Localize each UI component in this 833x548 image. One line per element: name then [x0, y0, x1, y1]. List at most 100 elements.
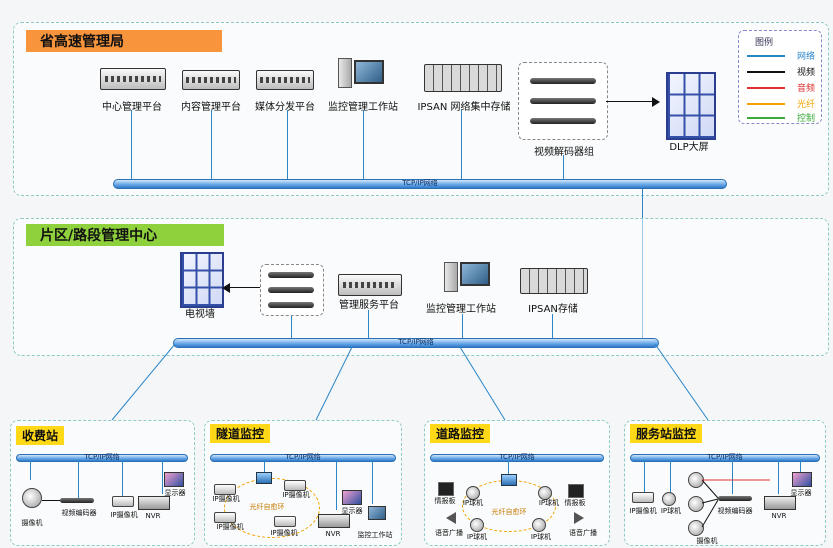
district-network-bus: TCP/IP网络: [173, 338, 659, 348]
tunnel-zone-title: 隧道监控: [210, 424, 271, 443]
link-line: [78, 460, 79, 498]
legend-label-audio: 音频: [797, 84, 816, 94]
road-label-dome-2: IP球机: [538, 499, 560, 507]
tunnel-fiber-ring: [224, 478, 320, 538]
district-decoder-2-icon: [268, 287, 314, 293]
link-line: [368, 310, 369, 340]
tunnel-label-workstation: 监控工作站: [357, 531, 393, 539]
link-line: [291, 316, 292, 340]
legend: 图例 网络 视频 音频 光纤 控制: [738, 30, 822, 124]
link-line: [336, 460, 337, 510]
road-switch-icon: [501, 474, 517, 486]
road-info-board-2-icon: [568, 484, 584, 498]
road-ip-dome-2-icon: [538, 486, 552, 500]
link-line: [211, 110, 212, 180]
road-ip-dome-4-icon: [532, 518, 546, 532]
road-label-speaker-2: 语音广播: [569, 529, 597, 537]
service-label-ip-camera: IP摄像机: [629, 507, 657, 515]
district-workstation-monitor-icon: [460, 262, 490, 286]
service-label-nvr: NVR: [771, 512, 787, 520]
tunnel-nvr-icon: [318, 514, 350, 528]
link-line: [162, 460, 163, 494]
workstation-tower-icon: [338, 58, 352, 88]
road-ip-dome-3-icon: [470, 518, 484, 532]
service-camera-3-icon: [688, 520, 704, 536]
tunnel-switch-icon: [256, 472, 272, 484]
center-platform-server-icon: [100, 68, 166, 90]
tunnel-label-monitor: 显示器: [341, 507, 363, 515]
service-monitor-icon: [792, 472, 812, 487]
link-line: [462, 314, 463, 340]
legend-title: 图例: [755, 38, 774, 48]
link-line: [508, 460, 509, 476]
tunnel-label-cam-1: IP摄像机: [212, 495, 240, 503]
video-link: [42, 500, 60, 501]
tunnel-ip-camera-3-icon: [214, 512, 236, 523]
road-label-dome-4: IP球机: [530, 533, 552, 541]
district-bus-label: TCP/IP网络: [398, 338, 434, 346]
toll-label-monitor: 显示器: [164, 489, 186, 497]
tunnel-ip-camera-1-icon: [214, 484, 236, 495]
service-encoder-icon: [718, 496, 752, 501]
toll-label-ip-camera: IP摄像机: [110, 511, 138, 519]
arrowhead-icon: [222, 283, 230, 293]
link-line: [732, 460, 733, 494]
link-line: [800, 460, 801, 472]
service-label-encoder: 视频编码器: [717, 507, 753, 515]
decoder-to-tvwall-arrow: [228, 287, 260, 288]
road-zone-title: 道路监控: [430, 424, 491, 443]
dlp-screen-label: DLP大屏: [669, 142, 709, 153]
service-label-monitor: 显示器: [790, 489, 812, 497]
workstation-label: 监控管理工作站: [328, 102, 398, 113]
content-platform-label: 内容管理平台: [181, 102, 241, 113]
service-ip-dome-icon: [662, 492, 676, 506]
legend-label-fiber: 光纤: [797, 100, 816, 110]
legend-line-video: [747, 71, 785, 73]
legend-line-network: [747, 55, 785, 57]
tunnel-network-bus: TCP/IP网络: [210, 453, 396, 462]
workstation-monitor-icon: [354, 60, 384, 84]
arrowhead-icon: [652, 97, 660, 107]
legend-line-control: [747, 117, 785, 119]
tunnel-ip-camera-2-icon: [284, 480, 306, 491]
service-camera-2-icon: [688, 496, 704, 512]
decoder-3-icon: [530, 118, 596, 124]
road-ip-dome-1-icon: [466, 486, 480, 500]
link-line: [131, 110, 132, 180]
toll-label-encoder: 视频编码器: [61, 509, 97, 517]
link-line: [372, 460, 373, 504]
toll-monitor-icon: [164, 472, 184, 487]
road-network-bus: TCP/IP网络: [430, 453, 604, 462]
decoder-2-icon: [530, 98, 596, 104]
road-label-fiber-ring: 光纤自愈环: [491, 508, 527, 516]
service-zone-title: 服务站监控: [630, 424, 703, 443]
road-label-board-1: 情报板: [434, 497, 456, 505]
link-line: [552, 314, 553, 340]
ipsan-storage-icon: [424, 64, 502, 92]
district-workstation-tower-icon: [444, 262, 458, 292]
decoder-to-dlp-arrow: [606, 101, 658, 102]
legend-line-fiber: [747, 103, 785, 105]
road-bus-label: TCP/IP网络: [499, 453, 535, 461]
road-speaker-2-icon: [574, 512, 584, 524]
link-line: [644, 460, 645, 494]
toll-nvr-icon: [138, 496, 170, 510]
tunnel-bus-label: TCP/IP网络: [285, 453, 321, 461]
link-line: [287, 110, 288, 180]
provincial-zone-title: 省高速管理局: [26, 30, 222, 52]
decoder-1-icon: [530, 78, 596, 84]
legend-label-control: 控制: [797, 114, 816, 124]
center-platform-label: 中心管理平台: [102, 102, 162, 113]
toll-label-camera: 摄像机: [21, 519, 43, 527]
service-label-camera: 摄像机: [696, 537, 718, 545]
road-label-board-2: 情报板: [564, 499, 586, 507]
district-ipsan-icon: [520, 268, 588, 294]
district-ipsan-label: IPSAN存储: [528, 304, 578, 315]
link-line: [778, 460, 779, 494]
link-line: [563, 155, 564, 180]
tunnel-label-fiber-ring: 光纤自愈环: [249, 503, 285, 511]
link-line: [363, 110, 364, 180]
link-line: [30, 460, 31, 480]
